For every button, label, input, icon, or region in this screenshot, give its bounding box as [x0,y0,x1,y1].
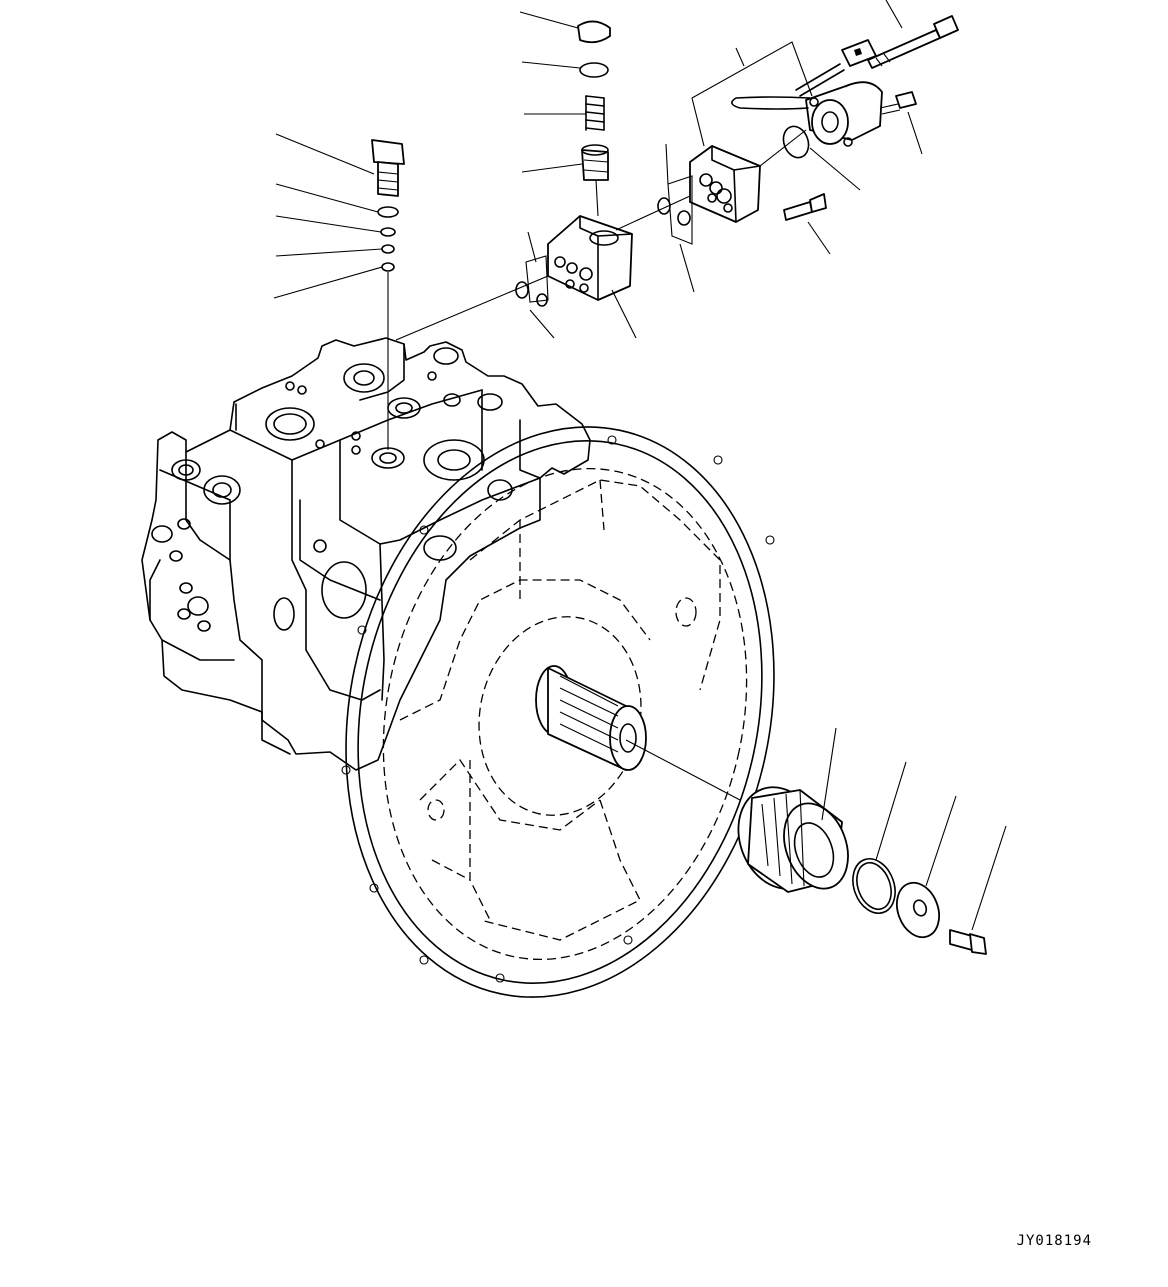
manifold-bolt [783,193,827,221]
drawing-reference-code: JY018194 [1016,1233,1092,1249]
solenoid-wire-harness [731,39,877,110]
shaft-bolt [949,929,987,955]
snap-ring [852,858,896,914]
drive-shaft [535,665,647,771]
long-bolt [867,15,959,69]
solenoid-valve [805,81,883,147]
relief-valve-plug [371,139,405,197]
block-o-rings-left [515,255,549,307]
pump-mounting-flange [341,426,775,998]
coupling [737,786,849,893]
solenoid-screw [879,91,917,115]
washer [896,881,940,939]
valve-spool [581,144,609,181]
leader-lines [273,0,1007,931]
valve-plug-top [577,20,611,78]
solenoid-manifold [689,145,761,223]
solenoid-gasket [782,125,810,159]
valve-spring [585,95,605,131]
pump-housing [141,337,591,771]
o-rings [377,206,399,272]
assembly-centerlines [387,129,807,801]
manifold-o-rings [657,175,693,245]
